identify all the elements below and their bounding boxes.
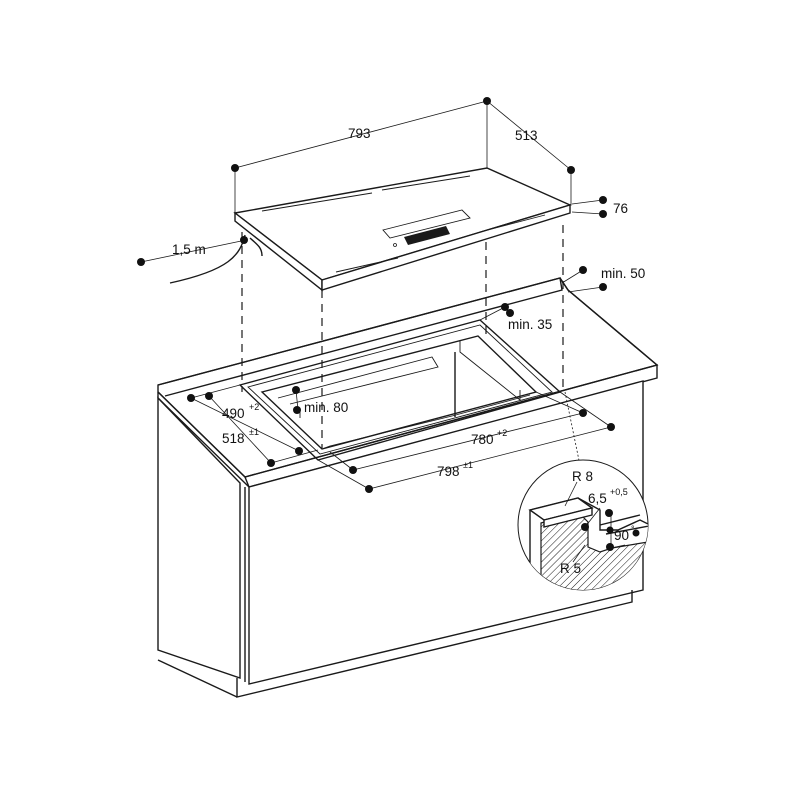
worktop-front-corner [244, 476, 250, 488]
label-radius-inner: R 5 [560, 561, 581, 576]
cutout-rebate-inner-line [247, 324, 553, 455]
label-min35: min. 35 [508, 317, 552, 332]
label-cut-width-outer: 798 [437, 464, 460, 479]
labels: 793 513 76 1,5 m min. 50 min. 35 min. 80… [172, 126, 645, 576]
zone-mark-1 [261, 192, 373, 212]
detail-leader [564, 391, 584, 481]
label-min80: min. 80 [304, 400, 348, 415]
label-cut-width-inner-tol: +2 [497, 428, 507, 438]
label-cut-width-inner: 780 [471, 432, 494, 447]
label-step-depth: 6,5 [588, 491, 607, 506]
label-cut-depth-inner-tol: +2 [249, 402, 259, 412]
dim-depth-line [486, 100, 572, 171]
power-cable-stub [249, 237, 263, 257]
cabinet [157, 277, 659, 698]
cutout-bottom-edge [321, 394, 531, 450]
label-cut-depth-inner: 490 [222, 406, 245, 421]
label-cut-width-outer-tol: ±1 [463, 460, 473, 470]
control-area [382, 209, 471, 239]
worktop-right-edge [567, 289, 658, 366]
zone-mark-2 [381, 175, 471, 191]
label-width: 793 [348, 126, 371, 141]
label-step-depth-tol: +0,5 [610, 487, 628, 497]
cabinet-plinth [236, 590, 633, 698]
cooktop [169, 167, 573, 292]
cabinet-front [248, 380, 644, 685]
dimensions [137, 97, 615, 493]
projection-lines [241, 225, 584, 481]
worktop-back-edge [157, 277, 563, 397]
dim-width-line [234, 100, 488, 169]
label-angle: 90 [614, 528, 629, 543]
cutout-inner-depth [277, 356, 439, 405]
label-depth: 513 [515, 128, 538, 143]
label-cable: 1,5 m [172, 242, 206, 257]
zone-mark-4 [479, 214, 546, 233]
label-radius-outer: R 8 [572, 469, 593, 484]
plinth-left [157, 659, 238, 698]
label-cut-depth-outer-tol: ±1 [249, 427, 259, 437]
label-cut-depth-outer: 518 [222, 431, 245, 446]
control-dot-icon [393, 243, 397, 247]
label-min50: min. 50 [601, 266, 645, 281]
dim-cable-line [140, 239, 247, 263]
worktop-corner [559, 277, 569, 291]
cabinet-side [157, 396, 241, 679]
control-display [404, 226, 450, 245]
label-height: 76 [613, 201, 628, 216]
label-angle-unit: ° [631, 524, 635, 534]
cutout-inner-wall-right [459, 340, 521, 401]
zone-mark-3 [335, 257, 399, 273]
